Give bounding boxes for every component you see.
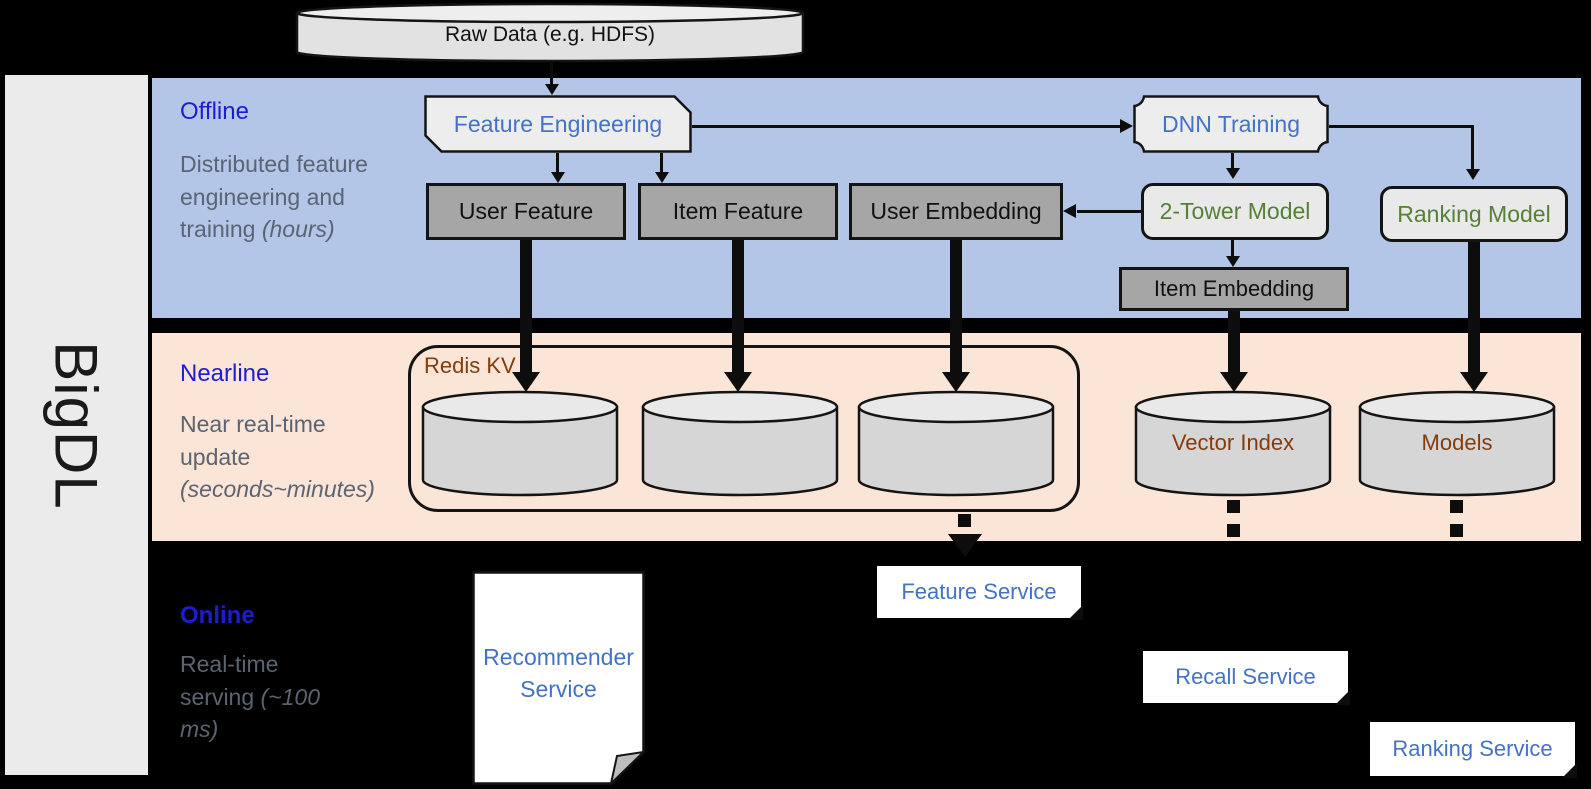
arrowhead-rawdata bbox=[545, 84, 559, 95]
arrow-twotower-to-userembedding bbox=[1077, 210, 1141, 213]
models-label: Models bbox=[1421, 430, 1493, 455]
arrow-itemfeature-to-kv bbox=[732, 240, 744, 374]
arrow-fe-to-dnn bbox=[692, 125, 1121, 128]
kv-cylinder-3 bbox=[856, 390, 1056, 497]
recall-service-box: Recall Service bbox=[1143, 651, 1350, 705]
two-tower-model-box: 2-Tower Model bbox=[1141, 183, 1329, 240]
kv-cylinder-2 bbox=[640, 390, 840, 497]
feature-engineering-label: Feature Engineering bbox=[453, 110, 663, 137]
user-embedding-box: User Embedding bbox=[849, 183, 1063, 240]
raw-data-cylinder bbox=[295, 2, 805, 64]
bigdl-logo-text: BigDL bbox=[43, 340, 111, 510]
item-feature-box: Item Feature bbox=[638, 183, 838, 240]
dashed-models-1 bbox=[1450, 500, 1463, 513]
arrowhead-itemfeature-to-kv bbox=[724, 372, 752, 392]
raw-data-label: Raw Data (e.g. HDFS) bbox=[444, 23, 656, 46]
arrowhead-dnn-to-rankingmodel bbox=[1466, 169, 1480, 180]
dashed-models-2 bbox=[1450, 524, 1463, 537]
arrow-twotower-to-itemembedding bbox=[1231, 240, 1234, 257]
online-description: Real-time serving (~100 ms) bbox=[180, 651, 321, 743]
arrowhead-itemembedding-to-vectorindex bbox=[1220, 372, 1248, 392]
vector-index-cylinder bbox=[1133, 390, 1333, 497]
user-feature-box: User Feature bbox=[426, 183, 626, 240]
recommender-service-doc bbox=[472, 571, 647, 787]
offline-description: Distributed feature engineering and trai… bbox=[180, 151, 368, 243]
models-cylinder bbox=[1357, 390, 1557, 497]
kv-cylinder-1 bbox=[420, 390, 620, 497]
bigdl-sidebar: BigDL bbox=[5, 75, 148, 775]
arrow-dnn-to-rankingmodel-v bbox=[1471, 125, 1474, 170]
arrow-fe-to-userfeature bbox=[556, 153, 559, 173]
arrowhead-rankingmodel-to-models bbox=[1460, 372, 1488, 392]
arrowhead-userembedding-to-kv bbox=[942, 372, 970, 392]
vector-index-label: Vector Index bbox=[1171, 430, 1295, 455]
arrow-userembedding-to-kv bbox=[950, 240, 962, 374]
nearline-title: Nearline bbox=[180, 360, 270, 387]
dashed-kv-to-featureservice bbox=[958, 514, 971, 527]
arrow-dnn-to-rankingmodel-h bbox=[1329, 125, 1474, 128]
feature-service-box: Feature Service bbox=[877, 566, 1083, 620]
arrowhead-dnn-to-twotower bbox=[1226, 168, 1240, 179]
arrowhead-twotower-to-itemembedding bbox=[1226, 256, 1240, 267]
redis-kv-label: Redis KV bbox=[424, 353, 516, 378]
arrowhead-fe-to-itemfeature bbox=[655, 172, 669, 183]
online-title: Online bbox=[180, 602, 255, 629]
dashed-vectorindex-1 bbox=[1227, 500, 1240, 513]
arrow-userfeature-to-kv bbox=[520, 240, 532, 374]
arrowhead-userfeature-to-kv bbox=[512, 372, 540, 392]
ranking-service-box: Ranking Service bbox=[1370, 722, 1577, 778]
dnn-training-label: DNN Training bbox=[1161, 110, 1301, 137]
arrow-rawdata-to-feature-engineering bbox=[550, 63, 553, 84]
feature-engineering-box bbox=[424, 95, 692, 153]
offline-title: Offline bbox=[180, 98, 249, 125]
arrowhead-fe-to-userfeature bbox=[551, 172, 565, 183]
item-embedding-box: Item Embedding bbox=[1119, 267, 1349, 311]
arrow-rankingmodel-to-models bbox=[1468, 242, 1480, 374]
recommender-service-label: Recommender Service bbox=[483, 644, 634, 702]
arrow-dnn-to-twotower bbox=[1231, 153, 1234, 169]
arrow-itemembedding-to-vectorindex bbox=[1228, 311, 1240, 374]
arrowhead-twotower-to-userembedding bbox=[1063, 204, 1076, 218]
dashed-vectorindex-2 bbox=[1227, 524, 1240, 537]
dnn-training-box bbox=[1133, 95, 1329, 153]
arrow-fe-to-itemfeature bbox=[660, 153, 663, 173]
ranking-model-box: Ranking Model bbox=[1380, 186, 1568, 242]
arrowhead-kv-to-featureservice bbox=[948, 534, 982, 557]
arrowhead-fe-to-dnn bbox=[1120, 119, 1133, 133]
nearline-description: Near real-time update (seconds~minutes) bbox=[180, 411, 375, 503]
redis-kv-container bbox=[408, 345, 1080, 512]
